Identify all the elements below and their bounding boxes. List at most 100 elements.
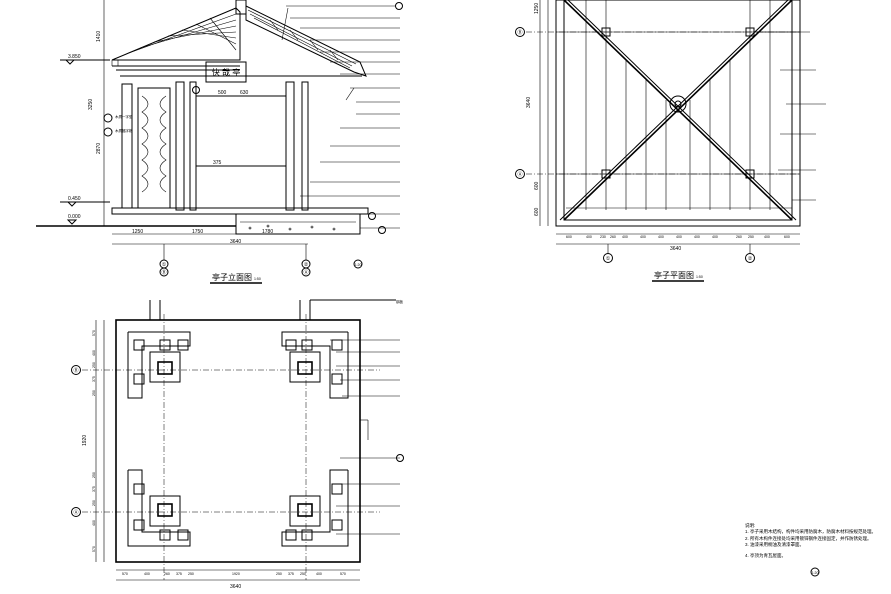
hip-rafter [563, 0, 793, 221]
elevation-view: 快 哉 亭 3.850 0.450 [36, 0, 403, 284]
svg-text:400: 400 [316, 572, 322, 576]
svg-text:亭子平面图: 亭子平面图 [654, 270, 694, 280]
svg-text:②: ② [748, 256, 753, 262]
svg-text:1780: 1780 [262, 229, 273, 235]
svg-text:250: 250 [92, 362, 96, 368]
svg-text:375: 375 [92, 486, 96, 492]
column [121, 83, 133, 209]
svg-text:500: 500 [218, 90, 227, 96]
floor-plan-view: 钢板 [71, 299, 404, 590]
svg-text:600: 600 [784, 235, 790, 239]
svg-text:Ⓐ: Ⓐ [73, 509, 78, 516]
svg-text:250: 250 [92, 390, 96, 396]
svg-text:Ⓑ: Ⓑ [517, 29, 522, 36]
svg-text:Ⓐ: Ⓐ [303, 269, 308, 276]
svg-text:3.850: 3.850 [68, 54, 81, 60]
svg-text:0.450: 0.450 [68, 196, 81, 202]
svg-text:250: 250 [748, 235, 754, 239]
svg-text:1920: 1920 [82, 435, 88, 446]
svg-text:400: 400 [144, 572, 150, 576]
ridge-ornament [235, 0, 247, 15]
level-marks: 3.850 0.450 0.000 [60, 54, 110, 225]
svg-text:400: 400 [764, 235, 770, 239]
svg-text:250: 250 [92, 500, 96, 506]
roof-apex [669, 95, 687, 113]
column [189, 81, 197, 211]
svg-text:3640: 3640 [230, 239, 241, 245]
svg-text:260: 260 [736, 235, 742, 239]
svg-text:400: 400 [92, 350, 96, 356]
svg-text:260: 260 [164, 572, 170, 576]
floor-leaders [330, 339, 400, 535]
svg-text:②: ② [304, 262, 309, 268]
svg-text:Ⓐ: Ⓐ [517, 171, 522, 178]
svg-text:1410: 1410 [96, 31, 102, 42]
svg-text:570: 570 [92, 330, 96, 336]
svg-text:400: 400 [676, 235, 682, 239]
roof-right-section [245, 5, 367, 77]
svg-text:250: 250 [92, 472, 96, 478]
column-base-br [281, 469, 349, 547]
column [285, 81, 295, 211]
svg-text:630: 630 [240, 90, 249, 96]
column-base-tl [127, 331, 191, 399]
svg-text:375: 375 [213, 160, 222, 166]
floor-hdims: 570 400 260 375 250 1920 250 375 250 400… [122, 572, 346, 576]
notes-heading: 说明: [745, 523, 756, 528]
svg-text:Ⓑ: Ⓑ [73, 367, 78, 374]
svg-text:钢板: 钢板 [396, 299, 404, 304]
svg-text:375: 375 [288, 572, 294, 576]
floor-slab [115, 319, 361, 563]
roof-hdims: 600 400 230 260 400 400 400 400 400 400 … [566, 235, 790, 239]
svg-text:400: 400 [694, 235, 700, 239]
svg-text:1250: 1250 [132, 229, 143, 235]
svg-text:230: 230 [600, 235, 606, 239]
notes-callout-symbol [810, 567, 820, 577]
svg-text:1750: 1750 [192, 229, 203, 235]
lattice-pattern [141, 95, 167, 193]
roof-tiles-left [111, 13, 237, 66]
roof-left [111, 7, 241, 61]
column [175, 81, 185, 211]
svg-text:600: 600 [534, 207, 540, 216]
svg-text:260: 260 [610, 235, 616, 239]
roof-plan-view: Ⓑ Ⓐ ① ② 1250 3640 600 600 600 400 230 26… [515, 0, 826, 282]
svg-text:1920: 1920 [232, 572, 240, 576]
svg-text:1:20: 1:20 [812, 571, 819, 575]
svg-text:400: 400 [658, 235, 664, 239]
column-base-tr [281, 331, 349, 399]
elevation-leaders [281, 5, 400, 229]
note-item: 3. 油漆采用桐油及清漆罩面。 [745, 542, 805, 548]
svg-text:570: 570 [92, 546, 96, 552]
note-item: 4. 亭顶为青瓦屋面。 [745, 552, 787, 558]
name-plaque-text: 快 哉 亭 [212, 67, 240, 77]
roof-rafters [556, 0, 800, 210]
base-slab [111, 207, 369, 215]
svg-text:400: 400 [586, 235, 592, 239]
svg-text:1:50: 1:50 [696, 275, 703, 279]
roof-tiles-right [247, 9, 357, 69]
foundation-hatch [240, 221, 356, 231]
svg-text:375: 375 [176, 572, 182, 576]
notes-block: 说明: 1. 亭子采用木结构，构件均采用防腐木，防腐木材料按规范处理。 2. 所… [745, 523, 885, 559]
svg-text:3640: 3640 [526, 97, 532, 108]
svg-text:3640: 3640 [230, 584, 241, 590]
svg-text:亭子立面图: 亭子立面图 [212, 272, 252, 282]
svg-text:400: 400 [622, 235, 628, 239]
svg-text:①: ① [162, 262, 167, 268]
svg-text:375: 375 [92, 376, 96, 382]
svg-text:400: 400 [712, 235, 718, 239]
svg-text:570: 570 [340, 572, 346, 576]
svg-text:400: 400 [640, 235, 646, 239]
svg-text:600: 600 [566, 235, 572, 239]
floor-vdims: 570 400 250 375 250 1920 250 375 250 400… [82, 330, 96, 552]
svg-text:400: 400 [92, 520, 96, 526]
svg-text:1250: 1250 [534, 3, 540, 14]
note-item: 1. 亭子采用木结构，构件均采用防腐木，防腐木材料按规范处理。 [745, 529, 877, 535]
svg-text:①: ① [606, 256, 611, 262]
svg-text:3250: 3250 [88, 99, 94, 110]
svg-text:Ⓑ: Ⓑ [161, 269, 166, 276]
svg-text:1:50: 1:50 [254, 277, 261, 281]
svg-text:250: 250 [276, 572, 282, 576]
